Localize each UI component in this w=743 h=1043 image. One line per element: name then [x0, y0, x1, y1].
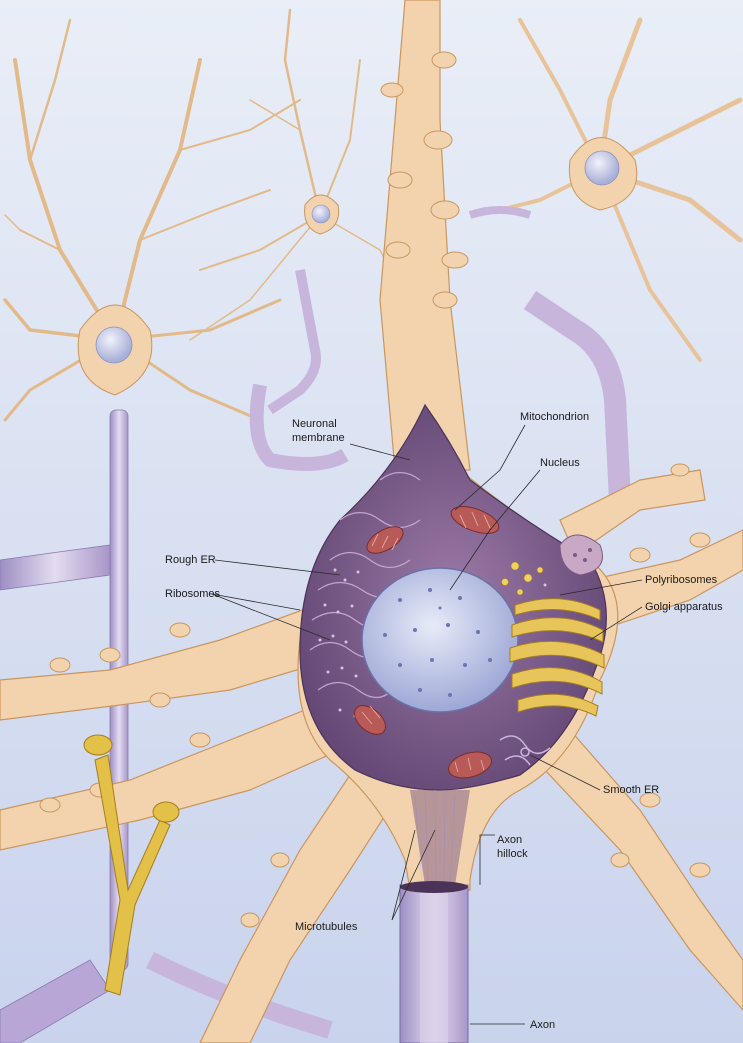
label-axon-hillock-1: Axon [497, 834, 522, 846]
label-polyribosomes: Polyribosomes [645, 574, 718, 586]
label-ribosomes: Ribosomes [165, 588, 221, 600]
label-nucleus: Nucleus [540, 457, 580, 469]
label-golgi-apparatus: Golgi apparatus [645, 601, 723, 613]
label-microtubules: Microtubules [295, 921, 358, 933]
label-neuronal-membrane-1: Neuronal [292, 418, 337, 430]
label-mitochondrion: Mitochondrion [520, 411, 589, 423]
main-axon [400, 881, 468, 1043]
label-axon-hillock-2: hillock [497, 848, 528, 860]
label-neuronal-membrane-2: membrane [292, 432, 345, 444]
label-rough-er: Rough ER [165, 554, 216, 566]
label-axon: Axon [530, 1019, 555, 1031]
nucleus-shape [362, 568, 518, 712]
label-smooth-er: Smooth ER [603, 784, 659, 796]
